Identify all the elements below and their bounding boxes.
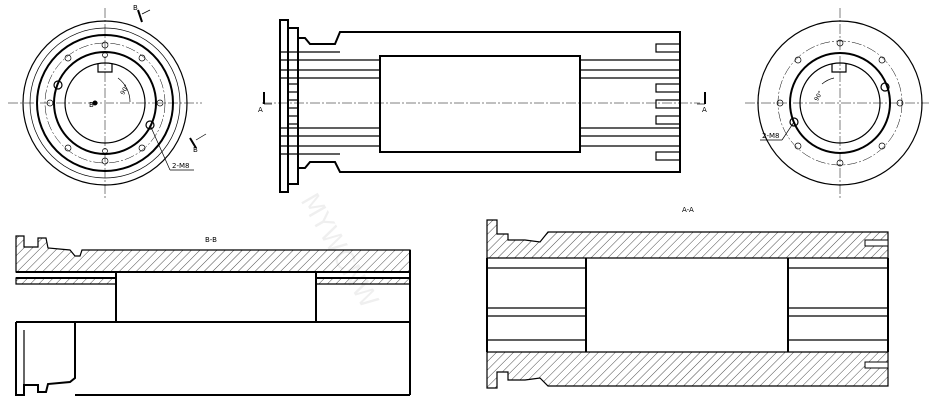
center-bore	[379, 55, 581, 153]
bolt-holes	[46, 41, 164, 165]
right-threaded-hole-2	[789, 117, 799, 127]
thread-leader-right	[781, 121, 795, 141]
cut-arrow-bb-bottom	[195, 133, 207, 141]
bb-top-wall	[15, 235, 411, 273]
angle-arc-right	[821, 77, 835, 85]
flange-inner-circle	[29, 27, 181, 179]
shoulder-circle	[36, 34, 174, 172]
keyway-slot	[97, 64, 113, 73]
right-threaded-hole-1	[880, 82, 890, 92]
aa-top-wall	[486, 219, 889, 259]
aa-bottom-wall	[486, 351, 889, 389]
cut-line-bb-top	[137, 9, 143, 23]
side-view: A A	[258, 19, 707, 193]
angle-arc-left	[117, 77, 131, 103]
threaded-hole-1	[53, 80, 63, 90]
thread-note-left: 2-M8	[172, 162, 189, 170]
body-outline	[297, 31, 681, 173]
section-bb-title: B-B	[205, 236, 217, 244]
section-bb: B-B	[15, 235, 411, 396]
bore-inner-circle	[64, 62, 146, 144]
left-end-view: 90° 2-M8 B B B	[8, 4, 207, 200]
center-mark-label: B	[89, 101, 94, 109]
thread-note-right: 2-M8	[762, 132, 779, 140]
angle-label-right: 90°	[813, 90, 824, 103]
cut-line-bb-bottom	[189, 137, 197, 149]
center-dot	[92, 100, 98, 106]
right-bore-outer-circle	[789, 52, 891, 154]
right-keyway-slot	[831, 64, 847, 73]
right-end-view: 90° 2-M8	[745, 8, 929, 200]
bb-bottom-left-flange	[15, 322, 76, 396]
section-aa-title: A-A	[682, 206, 694, 214]
right-outer-circle	[757, 20, 923, 186]
thread-leader-left	[149, 124, 171, 171]
right-bore-inner-circle	[799, 62, 881, 144]
cut-mark-a-right: A	[702, 106, 707, 114]
outer-flange-circle	[22, 20, 188, 186]
cut-arrow-bb-top	[141, 9, 151, 15]
bolt-pitch-circle	[44, 42, 166, 164]
right-bolt-pitch-circle	[777, 40, 903, 166]
right-bolt-holes	[776, 39, 904, 167]
angle-label-left: 90°	[119, 84, 130, 97]
cut-mark-b-bottom: B	[193, 146, 198, 154]
cut-mark-a-left: A	[258, 106, 263, 114]
threaded-hole-2	[145, 120, 155, 130]
bore-outer-circle	[53, 51, 157, 155]
section-aa: A-A	[486, 206, 889, 389]
end-slots	[287, 43, 681, 161]
flange-plate	[279, 19, 289, 193]
cut-mark-b-top: B	[133, 4, 138, 12]
